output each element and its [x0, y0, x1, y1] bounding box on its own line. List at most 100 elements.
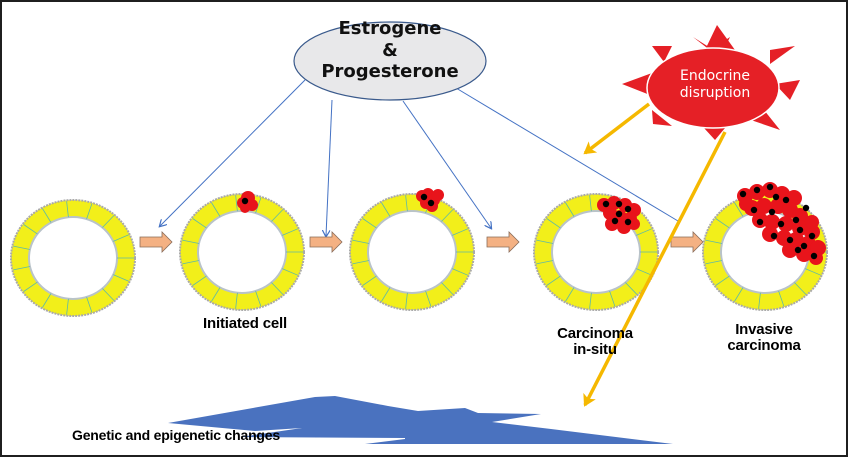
progression-arrows	[139, 231, 704, 253]
tumor-nucleus	[794, 246, 802, 254]
endocrine-disruption-node	[622, 25, 800, 140]
duct-lumen	[197, 210, 287, 294]
cell-boundary	[536, 260, 554, 265]
disruption-node-label: Endocrine disruption	[660, 68, 770, 102]
hormone-node	[293, 21, 487, 101]
starburst-spike	[775, 80, 800, 100]
cell-boundary	[86, 296, 93, 313]
tumor-nucleus	[615, 200, 623, 208]
tumor-nucleus	[602, 200, 610, 208]
progression-arrow-1	[139, 231, 173, 253]
duct-stage-1	[10, 199, 136, 317]
cell-boundary	[282, 228, 298, 236]
tumor-nucleus	[786, 236, 794, 244]
disruption-arrow-to-genetic	[583, 131, 727, 407]
cell-boundary	[211, 287, 221, 302]
cis-line-1: Carcinoma	[557, 325, 633, 342]
tumor-nucleus	[739, 190, 747, 198]
tumor-cell	[805, 215, 819, 229]
cell-boundary	[405, 292, 408, 309]
cell-boundary	[42, 293, 52, 308]
cell-boundary	[23, 224, 38, 235]
cell-boundary	[715, 218, 730, 229]
cell-boundary	[13, 266, 31, 271]
cell-boundary	[734, 202, 744, 217]
cell-boundary	[441, 209, 454, 222]
tumor-nucleus	[772, 193, 780, 201]
cell-boundary	[13, 245, 31, 250]
tumor-nucleus	[796, 226, 804, 234]
hormone-arrows	[160, 79, 679, 236]
tumor-nucleus	[750, 206, 758, 214]
duct-stage-5	[702, 182, 828, 311]
tumor-nucleus	[241, 197, 249, 205]
duct-lumen	[28, 216, 118, 300]
duct-stage-3	[349, 188, 475, 311]
hormone-arrow-to-stage-4	[455, 87, 679, 222]
cell-boundary	[425, 290, 432, 307]
tumor-nucleus	[768, 208, 776, 216]
label-invasive-carcinoma: Invasive carcinoma	[714, 322, 814, 354]
tumor-cell	[756, 198, 772, 214]
disruption-oval	[646, 47, 780, 129]
tumor-nucleus	[624, 205, 632, 213]
cell-boundary	[609, 290, 616, 307]
cell-boundary	[282, 268, 298, 276]
tumor-cell	[739, 197, 753, 211]
cell-boundary	[625, 282, 638, 295]
cell-boundary	[381, 202, 391, 217]
duct-stage-2	[179, 191, 305, 311]
cell-boundary	[255, 290, 262, 307]
cell-boundary	[778, 290, 785, 307]
tumor-nucleus	[615, 210, 623, 218]
label-initiated-cell: Initiated cell	[203, 315, 287, 332]
cell-boundary	[192, 275, 207, 286]
hormone-arrow-to-stage-3	[402, 100, 491, 228]
cell-boundary	[235, 292, 238, 309]
disruption-line-2: disruption	[679, 84, 751, 101]
cell-boundary	[536, 239, 554, 244]
label-genetic-changes: Genetic and epigenetic changes	[72, 427, 280, 443]
cell-boundary	[182, 260, 200, 265]
hormone-node-label: Estrogene & Progesterone	[320, 18, 460, 83]
hormone-line-2: &	[382, 39, 398, 61]
tumor-cell	[764, 214, 780, 230]
cell-boundary	[211, 202, 221, 217]
label-carcinoma-in-situ: Carcinoma in-situ	[545, 326, 645, 358]
tumor-nucleus	[427, 199, 435, 207]
cell-boundary	[113, 234, 129, 242]
tumor-nucleus	[756, 218, 764, 226]
tumor-cell	[432, 189, 444, 201]
starburst-spike	[622, 73, 652, 95]
duct-stage-4	[533, 193, 659, 311]
starburst-spike	[704, 128, 725, 140]
hormone-arrow-to-stage-2	[326, 99, 333, 236]
tumor-nucleus	[808, 232, 816, 240]
cell-boundary	[715, 275, 730, 286]
cell-boundary	[271, 209, 284, 222]
cell-boundary	[66, 298, 69, 315]
duct-lumen	[367, 210, 457, 294]
hormone-line-1: Estrogene	[338, 18, 442, 39]
tumor-cell	[240, 203, 250, 213]
cell-boundary	[86, 203, 93, 220]
cell-boundary	[636, 228, 652, 236]
tumor-nucleus	[802, 204, 810, 212]
cell-boundary	[705, 260, 723, 265]
cell-boundary	[734, 287, 744, 302]
cell-boundary	[705, 239, 723, 244]
tumor-nucleus	[777, 220, 785, 228]
cell-boundary	[565, 287, 575, 302]
tumor-nucleus	[766, 183, 774, 191]
cell-boundary	[441, 282, 454, 295]
tumor-nucleus	[420, 193, 428, 201]
tumor-nucleus	[624, 218, 632, 226]
cis-line-2: in-situ	[573, 340, 617, 358]
cell-boundary	[66, 201, 69, 218]
tumor-nucleus	[611, 217, 619, 225]
progression-arrow-2	[309, 231, 343, 253]
cell-boundary	[565, 202, 575, 217]
cell-boundary	[452, 268, 468, 276]
